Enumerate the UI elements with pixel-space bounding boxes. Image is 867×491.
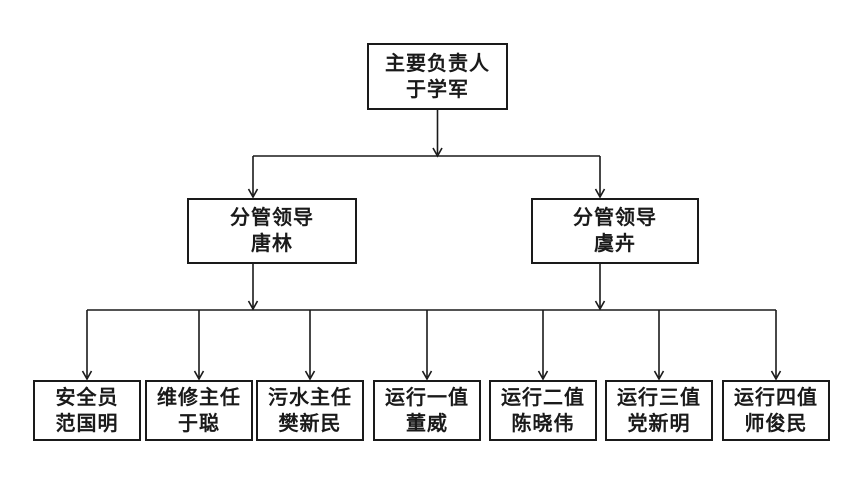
- org-node-title: 分管领导: [230, 207, 314, 229]
- org-node-name: 陈晓伟: [511, 412, 575, 435]
- org-node-root: 主要负责人 于学军: [367, 43, 508, 110]
- org-node-name: 范国明: [55, 412, 119, 435]
- org-node-name: 唐林: [251, 233, 293, 255]
- arrowhead-icon: [193, 370, 205, 381]
- arrowhead-icon: [247, 188, 259, 199]
- arrowhead-icon: [304, 370, 316, 381]
- org-node-title: 运行三值: [617, 386, 701, 409]
- arrowhead-icon: [770, 370, 782, 381]
- org-node-title: 安全员: [55, 386, 119, 409]
- org-node-staff-shift3: 运行三值 党新明: [605, 380, 713, 441]
- org-node-title: 污水主任: [268, 386, 352, 409]
- arrowhead-icon: [81, 370, 93, 381]
- org-node-name: 于聪: [178, 412, 220, 435]
- arrowhead-icon: [537, 370, 549, 381]
- org-node-title: 分管领导: [573, 207, 657, 229]
- org-node-staff-safety: 安全员 范国明: [33, 380, 141, 441]
- org-node-name: 党新明: [627, 412, 691, 435]
- org-node-name: 董威: [406, 412, 448, 435]
- org-node-title: 运行二值: [501, 386, 585, 409]
- arrowhead-icon: [247, 300, 259, 311]
- org-node-title: 主要负责人: [385, 52, 490, 75]
- arrowhead-icon: [594, 188, 606, 199]
- org-node-staff-sewage: 污水主任 樊新民: [256, 380, 364, 441]
- org-node-deputy-yuhui: 分管领导 虞卉: [531, 198, 699, 264]
- org-node-name: 于学军: [406, 78, 469, 101]
- org-node-name: 师俊民: [744, 412, 808, 435]
- org-node-name: 樊新民: [278, 412, 342, 435]
- org-node-staff-shift2: 运行二值 陈晓伟: [489, 380, 597, 441]
- org-node-title: 运行四值: [734, 386, 818, 409]
- arrowhead-icon: [421, 370, 433, 381]
- arrowhead-icon: [653, 370, 665, 381]
- org-node-staff-shift1: 运行一值 董威: [373, 380, 481, 441]
- org-node-staff-maintenance: 维修主任 于聪: [145, 380, 253, 441]
- org-node-staff-shift4: 运行四值 师俊民: [722, 380, 830, 441]
- org-node-title: 维修主任: [157, 386, 241, 409]
- org-node-deputy-tanglin: 分管领导 唐林: [187, 198, 357, 264]
- org-node-title: 运行一值: [385, 386, 469, 409]
- org-node-name: 虞卉: [594, 233, 636, 255]
- arrowhead-icon: [594, 300, 606, 311]
